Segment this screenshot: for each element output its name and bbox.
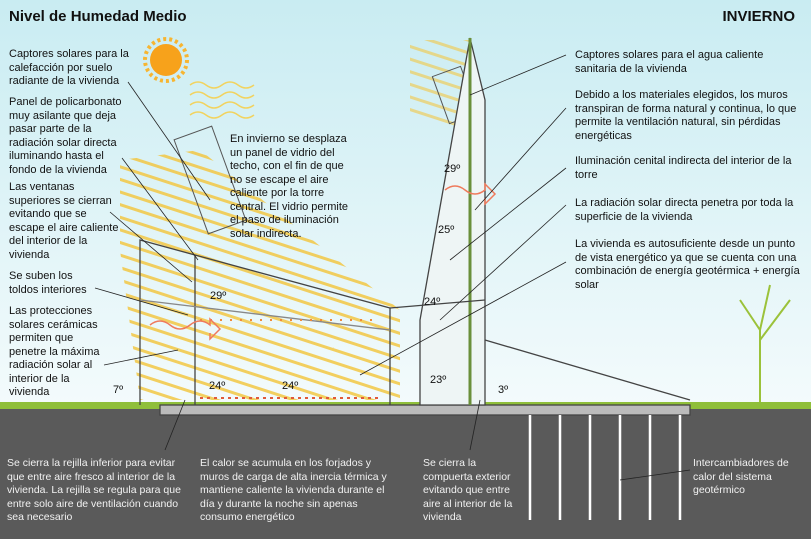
geothermal-pipes — [528, 415, 682, 520]
sunlight-upper — [410, 40, 470, 130]
temp-outside-right: 3º — [498, 384, 509, 396]
left-note-4: Se suben los toldos interiores — [9, 270, 87, 296]
sun-icon — [143, 37, 189, 83]
wavy-rays — [189, 81, 255, 119]
center-note: En invierno se desplaza un panel de vidr… — [230, 133, 348, 240]
right-note-2: Debido a los materiales elegidos, los mu… — [575, 89, 797, 142]
building — [139, 37, 691, 416]
bottom-note-1: Se cierra la rejilla inferior para evita… — [7, 457, 181, 523]
season-label: INVIERNO — [722, 8, 795, 25]
left-note-3: Las ventanas superiores se cierran evita… — [9, 181, 119, 261]
temp-tower-low: 24º — [424, 296, 441, 308]
page-title: Nivel de Humedad Medio — [9, 8, 187, 25]
left-note-5: Las protecciones solares cerámicas permi… — [9, 305, 100, 398]
temp-floor-mid: 24º — [282, 380, 299, 392]
warm-air-arrows — [149, 182, 497, 341]
bottom-note-2: El calor se acumula en los forjados y mu… — [200, 457, 387, 523]
solar-collector-heating — [173, 125, 247, 235]
temp-floor-left: 24º — [209, 380, 226, 392]
tree — [739, 284, 791, 402]
sunlight-band — [120, 150, 400, 400]
bottom-note-3: Se cierra la compuerta exterior evitando… — [423, 457, 513, 523]
right-note-5: La vivienda es autosuficiente desde un p… — [575, 238, 800, 291]
leader-lines — [94, 54, 691, 481]
temp-outside-left: 7º — [113, 384, 124, 396]
right-note-1: Captores solares para el agua caliente s… — [575, 49, 764, 75]
right-note-4: La radiación solar directa penetra por t… — [575, 197, 794, 223]
temp-tower-top: 29º — [444, 163, 461, 175]
temp-floor-right: 23º — [430, 374, 447, 386]
temp-tower-mid: 25º — [438, 224, 455, 236]
bottom-note-4: Intercambiadores de calor del sistema ge… — [693, 457, 789, 496]
left-note-1: Captores solares para la calefacción por… — [9, 48, 129, 87]
left-note-2: Panel de policarbonato muy asilante que … — [9, 96, 122, 176]
floor-heat — [200, 319, 380, 399]
right-note-3: Iluminación cenital indirecta del interi… — [575, 155, 792, 181]
ground — [0, 408, 811, 539]
temp-roof-left: 29º — [210, 290, 227, 302]
